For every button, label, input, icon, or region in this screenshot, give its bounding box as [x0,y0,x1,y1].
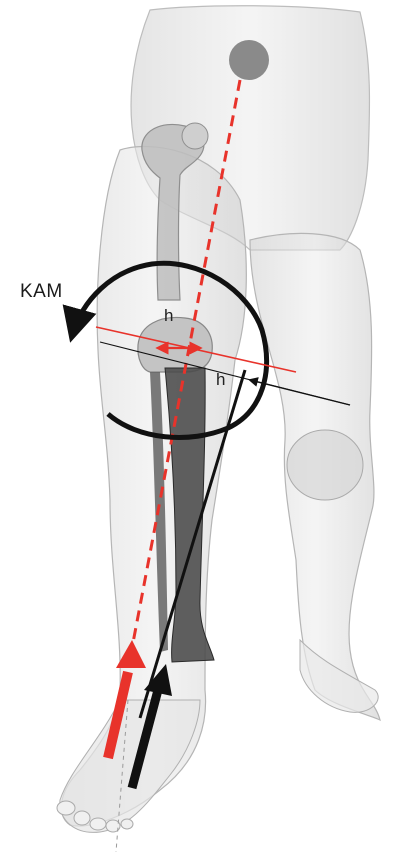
kam-label: KAM [20,281,63,303]
moment-arm-h-label-medial: h [164,306,173,326]
hip-joint-marker [229,40,269,80]
swing-knee [287,430,363,500]
moment-arm-h-label-lateral: h [216,370,225,390]
